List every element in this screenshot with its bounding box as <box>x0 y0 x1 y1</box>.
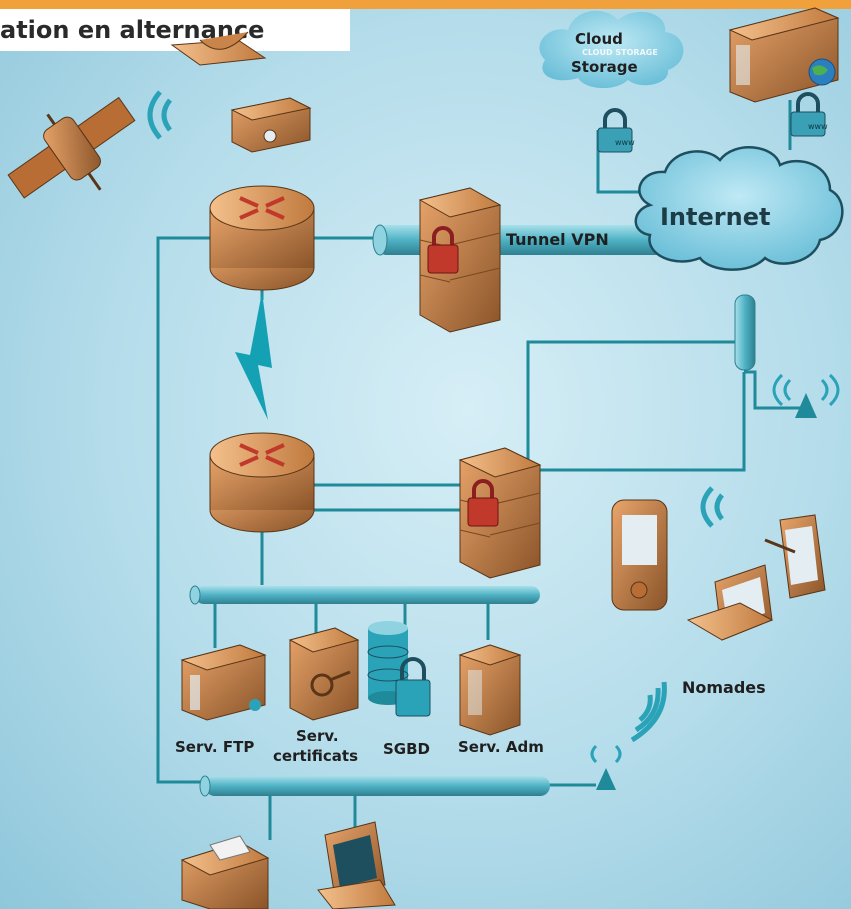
laptop-icon <box>686 564 774 641</box>
www-badge-left: www <box>615 138 635 147</box>
wireless-signal-icon <box>147 90 173 140</box>
vpn-tunnel-label: Tunnel VPN <box>506 230 609 249</box>
cloud-storage-label-line2: Storage <box>571 58 638 76</box>
wireless-signal-icon <box>700 486 725 528</box>
ftp-server-icon <box>180 644 267 721</box>
printer-icon <box>180 835 270 909</box>
internet-label: Internet <box>660 203 771 231</box>
cloud-storage-icon <box>539 10 684 89</box>
admin-server-icon <box>458 644 522 736</box>
backbone-line <box>156 236 210 784</box>
sgbd-label: SGBD <box>383 740 430 758</box>
top-accent-bar <box>0 0 851 9</box>
serv-certificats-label-line2: certificats <box>273 747 359 765</box>
remote-web-server-icon <box>728 7 840 103</box>
www-badge-right: www <box>808 122 828 131</box>
server-lock-icon <box>790 92 826 137</box>
cloud-storage-label-line1: Cloud <box>575 30 623 48</box>
satellite-dish-icon <box>170 31 267 66</box>
access-point-icon <box>772 373 840 418</box>
pda-device-icon <box>611 499 668 611</box>
antenna-mast <box>734 294 756 371</box>
firewall-top-icon <box>418 187 502 333</box>
nomades-label: Nomades <box>682 678 766 697</box>
workstation-bus-pipe <box>199 775 550 797</box>
workstation-icon <box>317 821 396 909</box>
tablet-device-icon <box>764 514 826 599</box>
lan-bus-pipe <box>189 585 540 605</box>
serv-adm-label: Serv. Adm <box>458 738 544 756</box>
modem-icon <box>230 97 312 153</box>
router-bottom-icon <box>209 432 315 533</box>
wan-link-lightning-icon <box>235 292 272 420</box>
connection-lines <box>156 100 800 840</box>
serv-certificats-label-line1: Serv. <box>296 727 339 745</box>
satellite-icon <box>7 96 136 199</box>
certificate-server-icon <box>288 627 360 721</box>
firewall-bottom-icon <box>458 447 542 579</box>
serv-ftp-label: Serv. FTP <box>175 738 255 756</box>
cloud-storage-inner-text: CLOUD STORAGE <box>582 48 658 57</box>
database-icon <box>367 621 431 717</box>
wireless-signal-icon <box>630 681 667 743</box>
cloud-lock-icon <box>597 108 633 153</box>
internet-cloud-icon <box>634 146 844 271</box>
access-point-icon <box>590 744 622 790</box>
router-top-icon <box>209 185 315 291</box>
